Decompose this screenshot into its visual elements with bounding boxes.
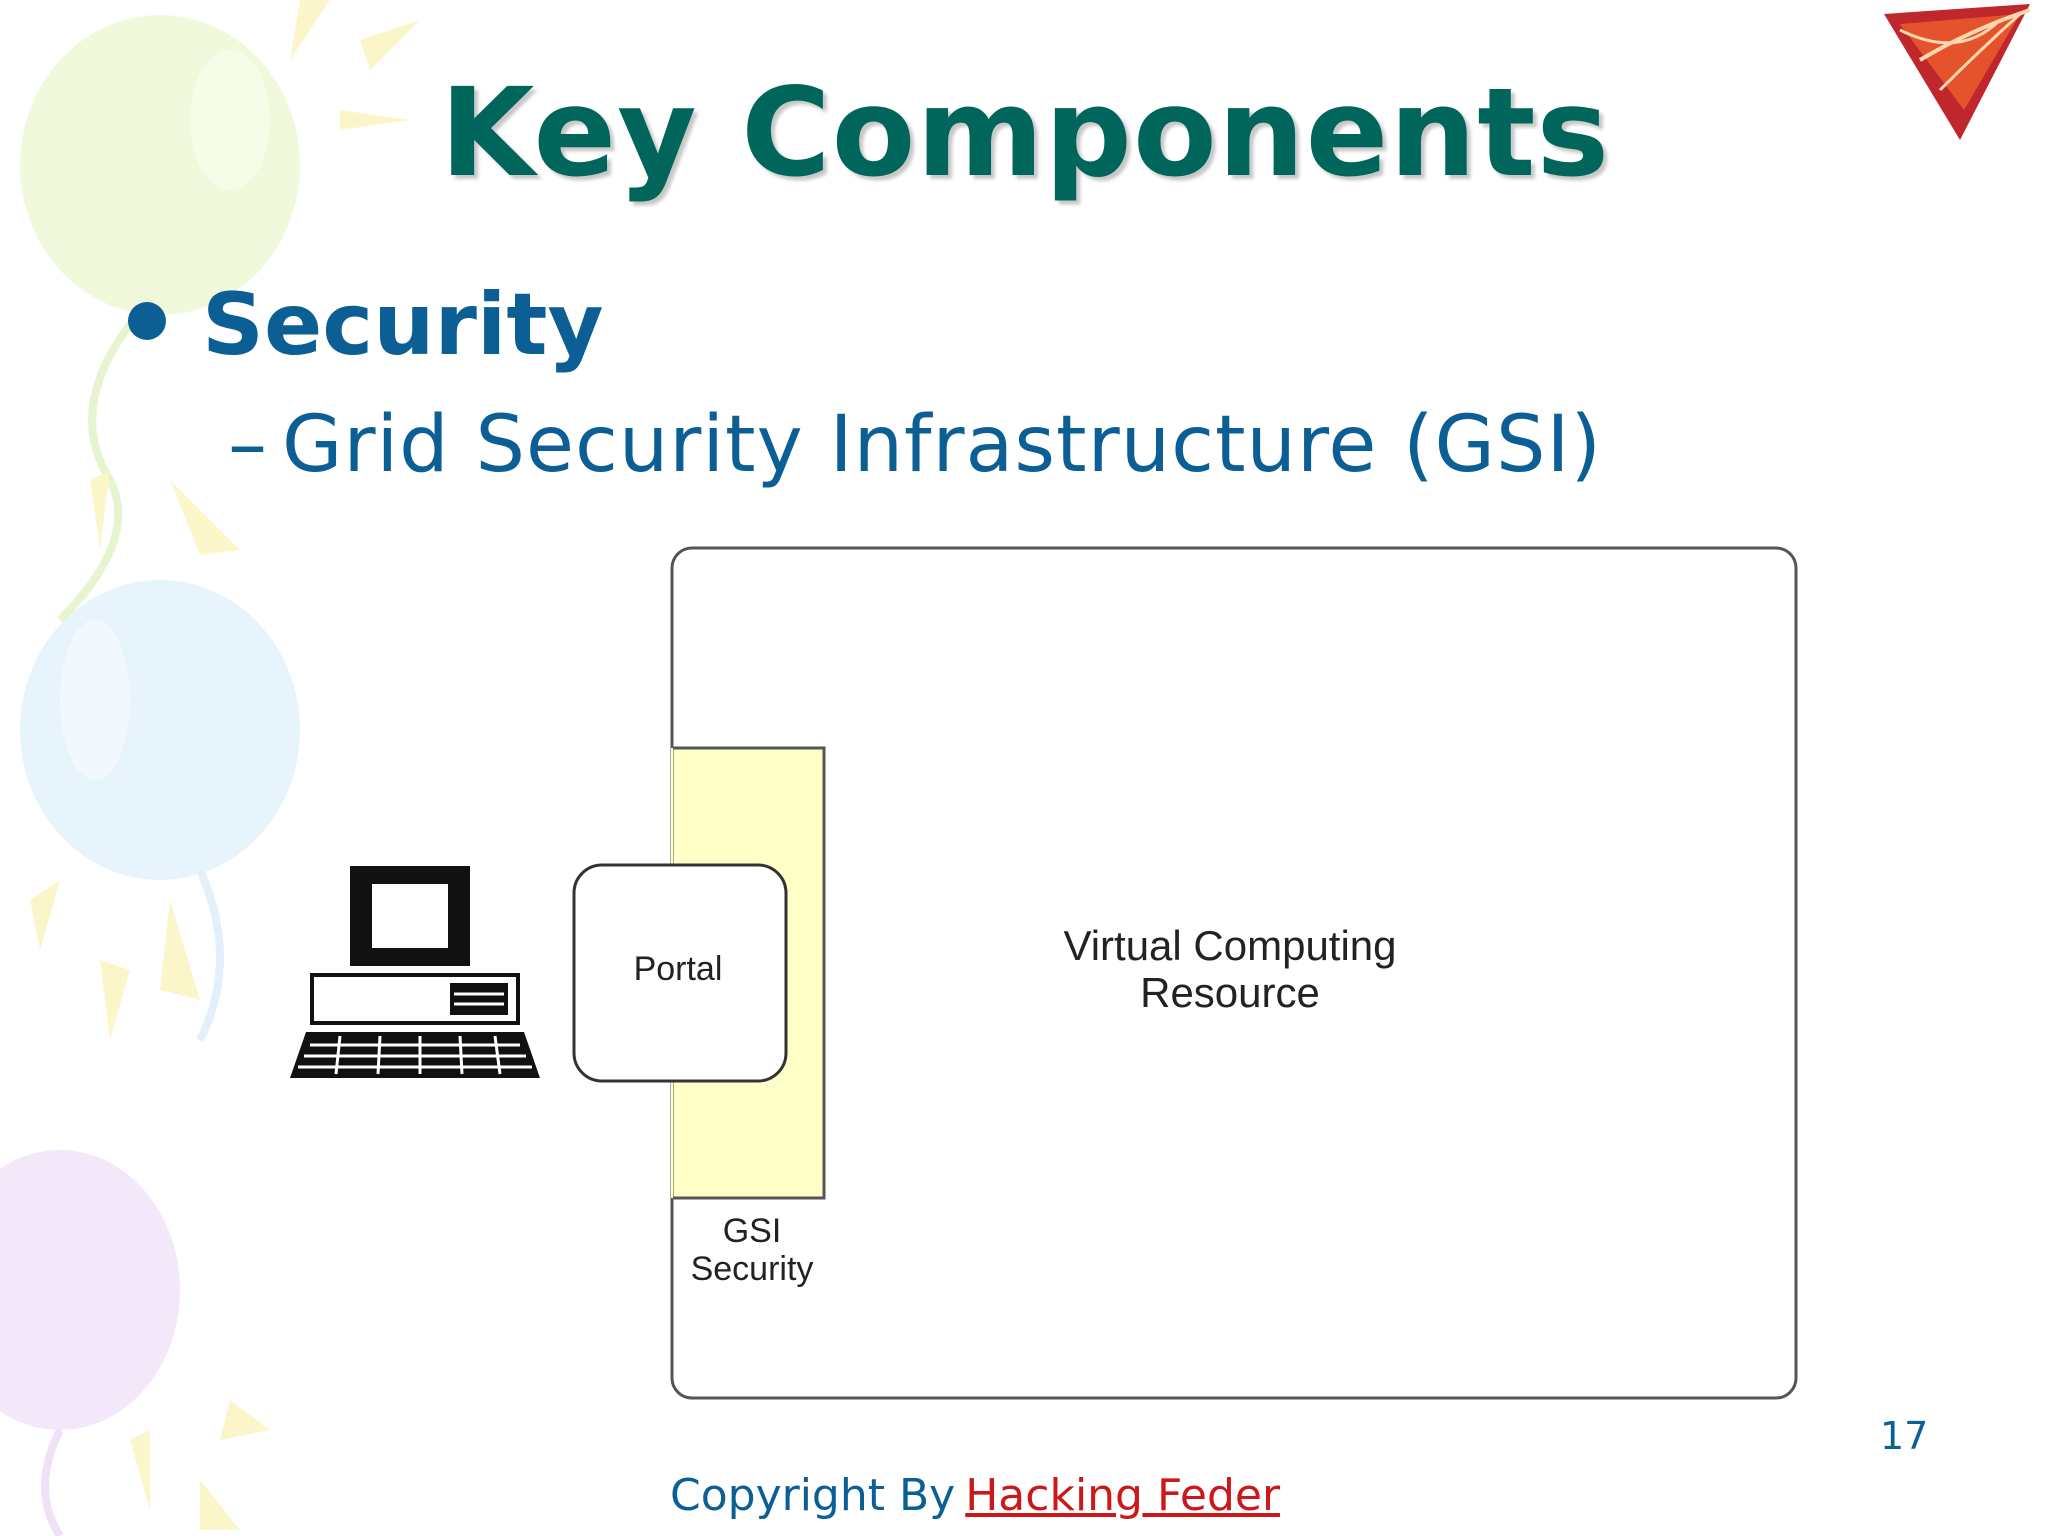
bullet-security: Security <box>128 275 604 375</box>
bullet-dot-icon <box>128 301 166 340</box>
sub-bullet-text: Grid Security Infrastructure (GSI) <box>282 400 1602 490</box>
dash-icon: – <box>228 400 268 490</box>
page-number: 17 <box>1880 1414 1929 1458</box>
portal-label: Portal <box>633 950 723 988</box>
shield-logo-icon <box>1884 4 2031 140</box>
slide-title: Key Components <box>440 62 1611 204</box>
desktop-computer-icon <box>290 866 540 1078</box>
sub-bullet-gsi: –Grid Security Infrastructure (GSI) <box>228 400 1602 490</box>
portal-box <box>572 863 788 1083</box>
bullet-text: Security <box>202 275 604 375</box>
copyright-link[interactable]: Hacking Feder <box>965 1470 1281 1521</box>
copyright-prefix: Copyright By <box>670 1470 956 1521</box>
